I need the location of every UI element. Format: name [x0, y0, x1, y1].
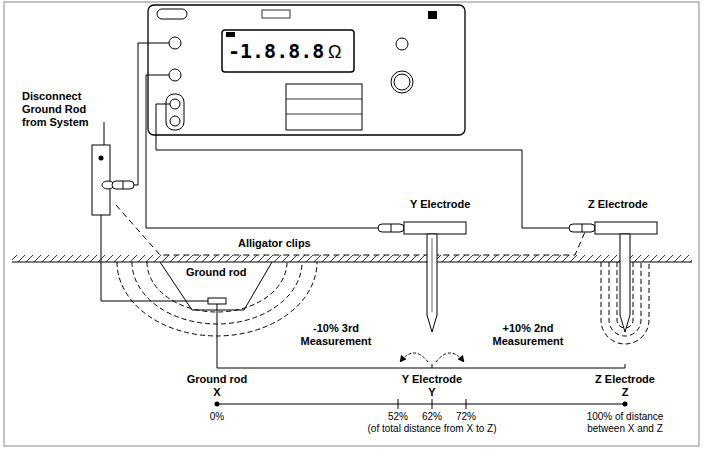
- axis-tick: [432, 399, 433, 409]
- measurement-arrow: [400, 353, 428, 362]
- alligator-clip: [112, 181, 134, 189]
- ground-clamp: [92, 145, 110, 215]
- measurement-arrow: [436, 353, 464, 362]
- electrode-spike: [620, 234, 630, 332]
- test-button: [391, 71, 413, 93]
- jack: [170, 99, 180, 109]
- jack-pair: [166, 94, 184, 130]
- measurement-note: -10% 3rd Measurement: [296, 322, 376, 348]
- axis-label: Y Electrode Y: [399, 373, 465, 399]
- test-button: [394, 74, 410, 90]
- leader-line: [217, 304, 218, 368]
- test-lead: [134, 43, 169, 185]
- percent-axis: [217, 404, 625, 405]
- info-panel: [286, 84, 362, 130]
- ground-line: [12, 262, 692, 263]
- rod-conductor: [101, 215, 208, 301]
- measurement-note: +10% 2nd Measurement: [488, 322, 568, 348]
- ground-hatch: [12, 255, 692, 262]
- tester-tab: [157, 9, 187, 19]
- tester-mark: [262, 10, 290, 18]
- ground-pit: [160, 262, 272, 310]
- jack: [169, 37, 181, 49]
- display-reading: -1.8.8.8: [228, 39, 324, 63]
- battery-icon: [226, 32, 235, 37]
- frame: [4, 2, 699, 446]
- axis-label: Z Electrode Z: [593, 373, 657, 399]
- jack: [169, 69, 181, 81]
- axis-tick: [432, 364, 433, 368]
- test-lead-dashed: [116, 205, 585, 255]
- clamp-bolt: [99, 156, 104, 161]
- alligator-clip: [391, 224, 392, 232]
- tester-body: [148, 5, 465, 135]
- alligator-clip: [123, 181, 124, 189]
- test-lead: [156, 104, 569, 228]
- axis-label: Ground rod X: [185, 373, 249, 399]
- electrode-label: Y Electrode: [410, 198, 470, 211]
- electrode-head: [404, 222, 466, 234]
- tester-display: [222, 30, 354, 72]
- axis-tick: [466, 399, 467, 409]
- percent-label: 52%: [388, 411, 408, 423]
- test-lead: [146, 75, 378, 228]
- axis-tick: [625, 364, 626, 368]
- part-label: Alligator clips: [238, 237, 311, 250]
- alligator-clip: [378, 224, 404, 232]
- system-conductor: [104, 122, 105, 145]
- percent-label: 62%: [422, 411, 442, 423]
- info-panel-row: [286, 99, 362, 100]
- electrode-label: Z Electrode: [588, 198, 648, 211]
- axis-note: (of total distance from X to Z): [368, 423, 497, 435]
- display-unit: Ω: [328, 41, 341, 63]
- electrode-head: [595, 222, 657, 234]
- axis-dot: [623, 402, 628, 407]
- level-knob: [396, 38, 408, 50]
- ground-rod: [208, 298, 226, 304]
- axis-tick: [398, 399, 399, 409]
- jack: [170, 116, 180, 126]
- electrode-spike: [427, 234, 437, 332]
- axis-dot: [215, 402, 220, 407]
- instruction-note: Disconnect Ground Rod from System: [22, 90, 96, 129]
- alligator-clip: [569, 224, 595, 232]
- info-panel-row: [286, 114, 362, 115]
- tester-mark: [428, 11, 437, 19]
- electrode-spike: [432, 238, 433, 312]
- percent-label: 72%: [456, 411, 476, 423]
- alligator-clip: [582, 224, 583, 232]
- distance-axis: [217, 368, 625, 369]
- axis-note: 100% of distance between X and Z: [580, 411, 670, 435]
- percent-label: 0%: [210, 411, 224, 423]
- part-label: Ground rod: [186, 266, 247, 279]
